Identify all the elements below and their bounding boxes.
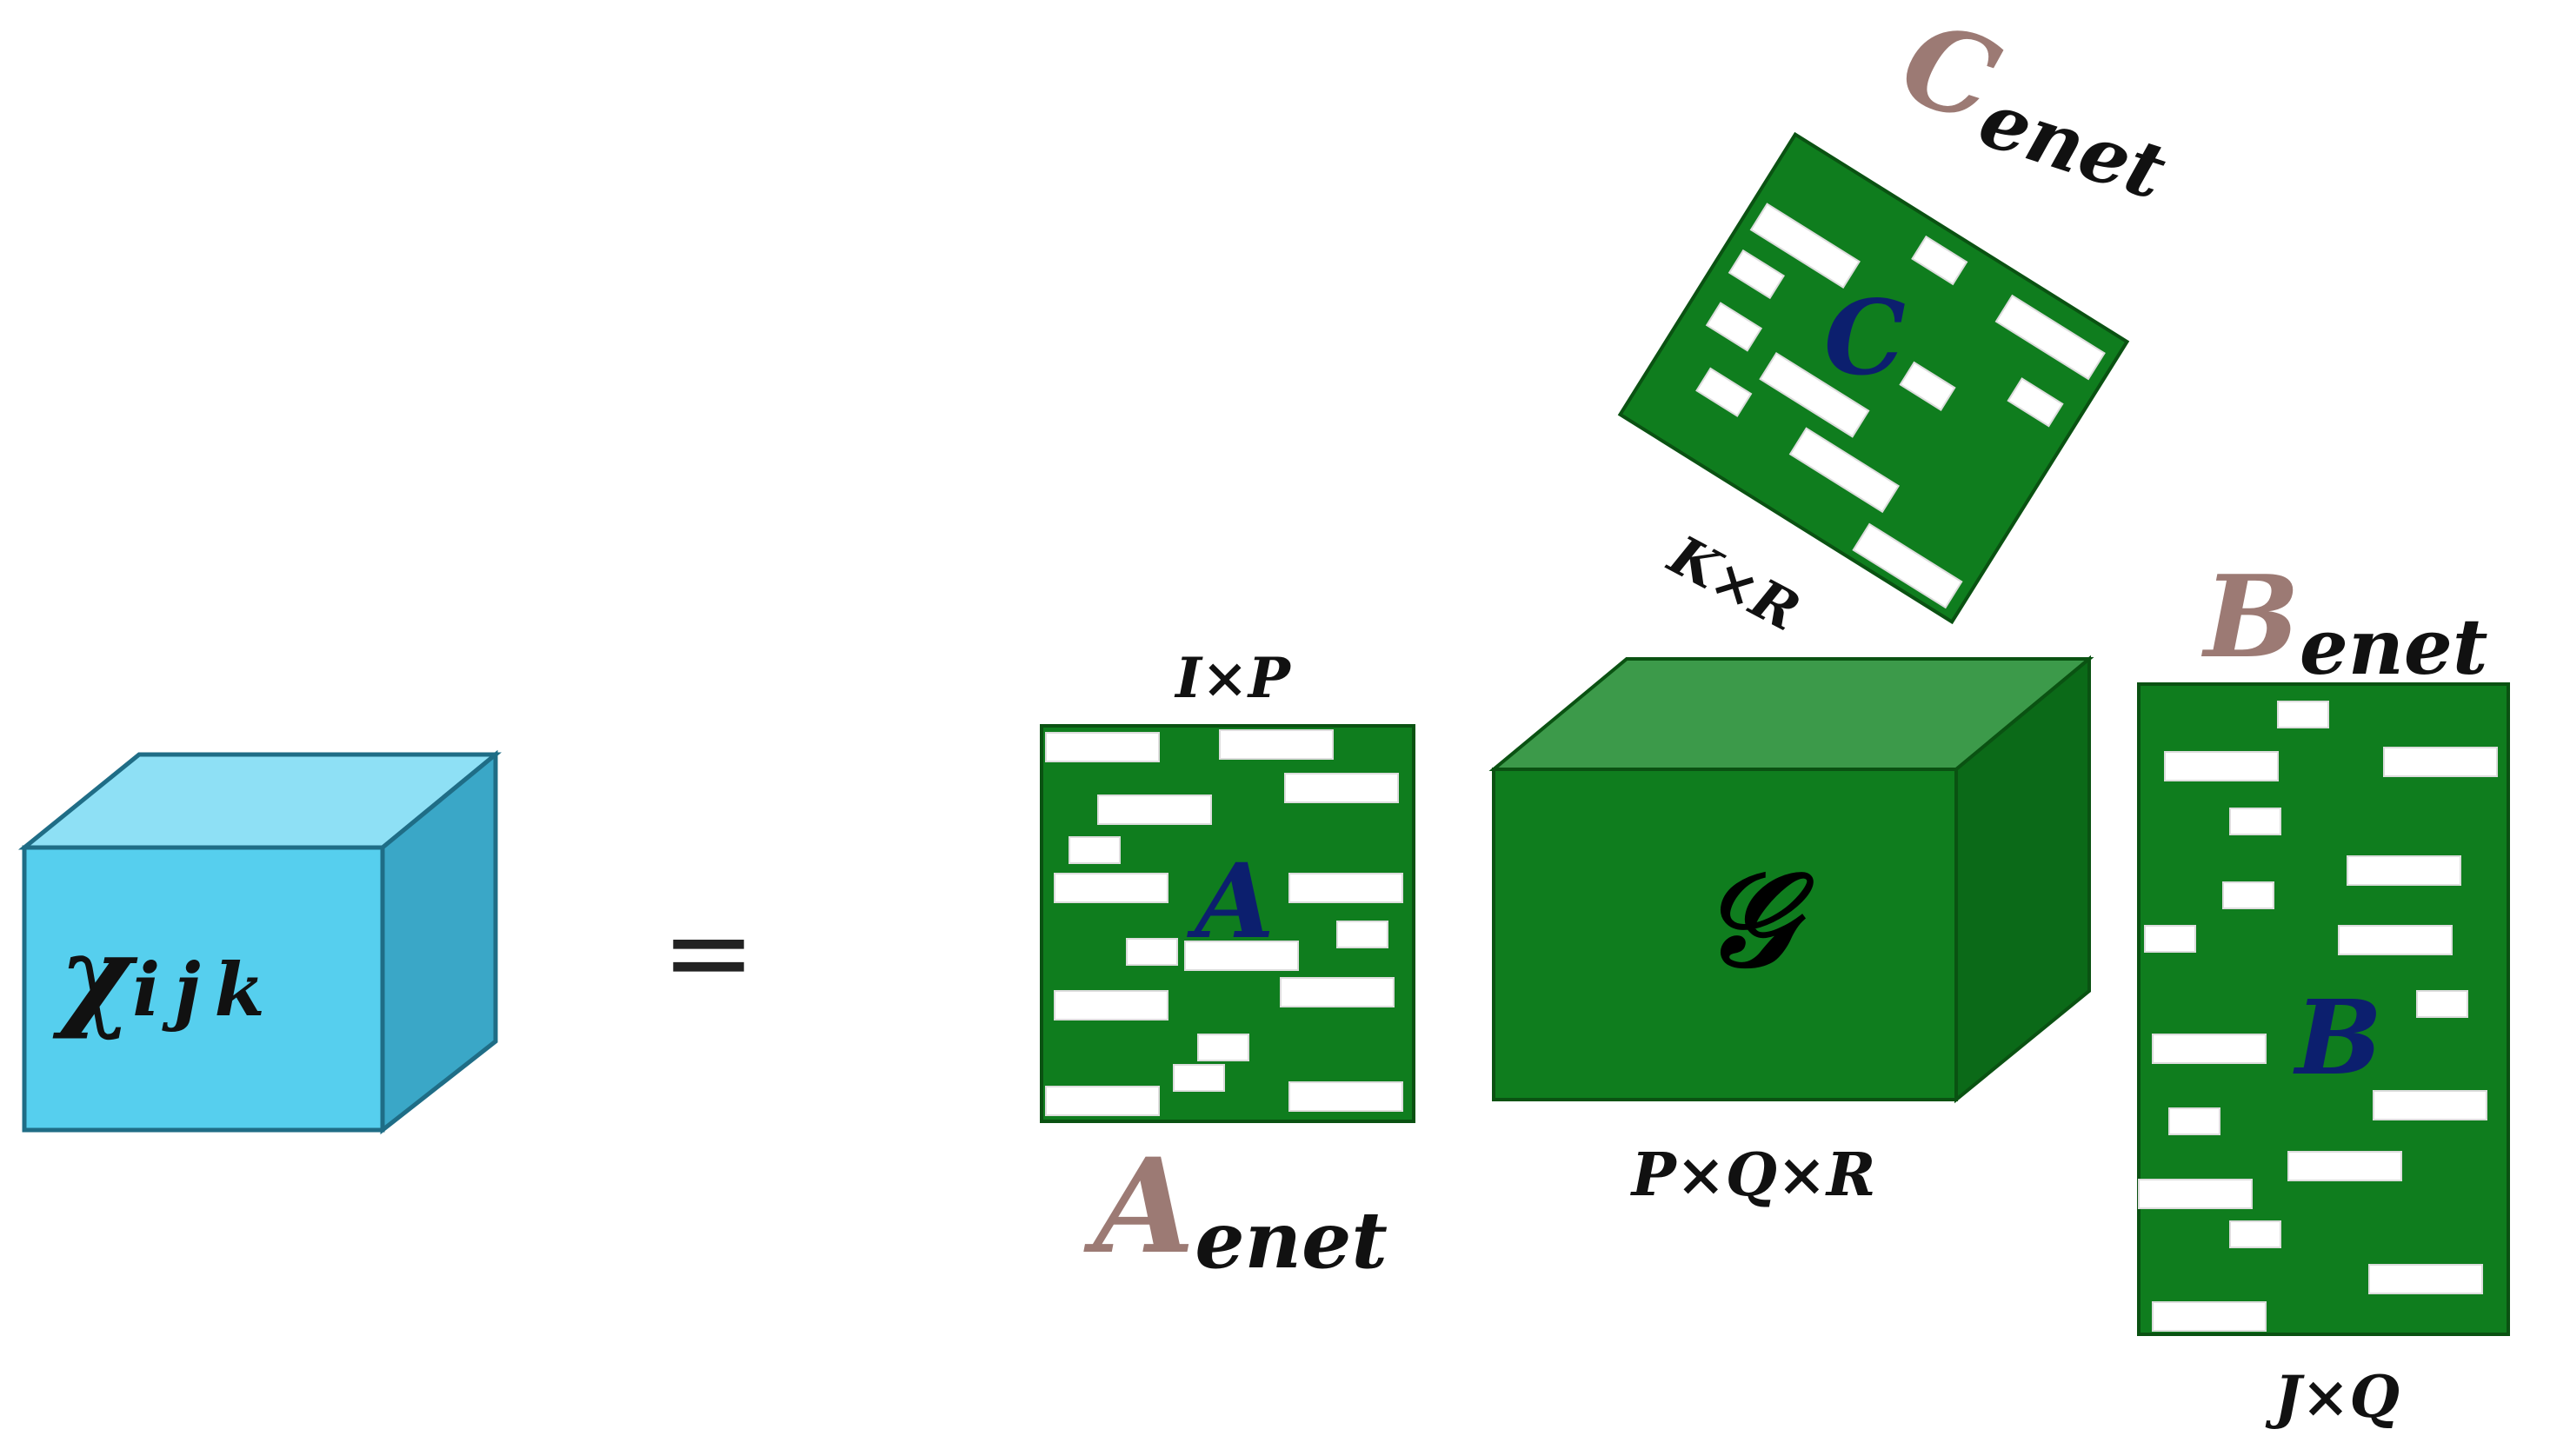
core-front-face: [1492, 768, 1958, 1101]
data-tensor-cube: χijk: [17, 749, 502, 1135]
factor-c-subscript: enet: [1969, 73, 2176, 217]
tensor-symbol: χ: [52, 912, 138, 1042]
factor-a-name: A: [1083, 1130, 1195, 1283]
svg-text:Aenet: Aenet: [1083, 1130, 1388, 1286]
factor-a-letter: A: [1186, 841, 1275, 961]
factor-a-dims: I×P: [1174, 646, 1292, 711]
factor-b-name: B: [2200, 550, 2300, 683]
factor-c-letter: C: [1824, 277, 1906, 398]
factor-b-dims: J×Q: [2265, 1363, 2400, 1431]
factor-b-sparse-blocks: [2138, 701, 2498, 1332]
factor-b-letter: B: [2293, 977, 2382, 1098]
factor-a-sparse-blocks: [1045, 729, 1403, 1116]
factor-matrix-a: I×P A Aenet: [1040, 646, 1415, 1286]
factor-matrix-b: Benet B J×Q: [2137, 550, 2510, 1431]
equals-sign: =: [662, 886, 756, 1018]
factor-c-dims: K×R: [1658, 522, 1810, 643]
factor-c-sparse-blocks: [1695, 203, 2106, 609]
svg-text:Benet: Benet: [2200, 550, 2488, 692]
tensor-front-face: [22, 845, 385, 1133]
svg-text:Cenet: Cenet: [1884, 0, 2193, 217]
factor-a-subscript: enet: [1195, 1194, 1388, 1286]
tensor-indices: ijk: [132, 947, 279, 1033]
svg-text:χijk: χijk: [52, 912, 279, 1042]
core-tensor-cube: 𝒢 P×Q×R: [1488, 655, 2094, 1210]
core-dims: P×Q×R: [1630, 1140, 1876, 1210]
factor-b-subscript: enet: [2300, 602, 2488, 692]
factor-matrix-c: C K×R Cenet: [1617, 0, 2193, 643]
